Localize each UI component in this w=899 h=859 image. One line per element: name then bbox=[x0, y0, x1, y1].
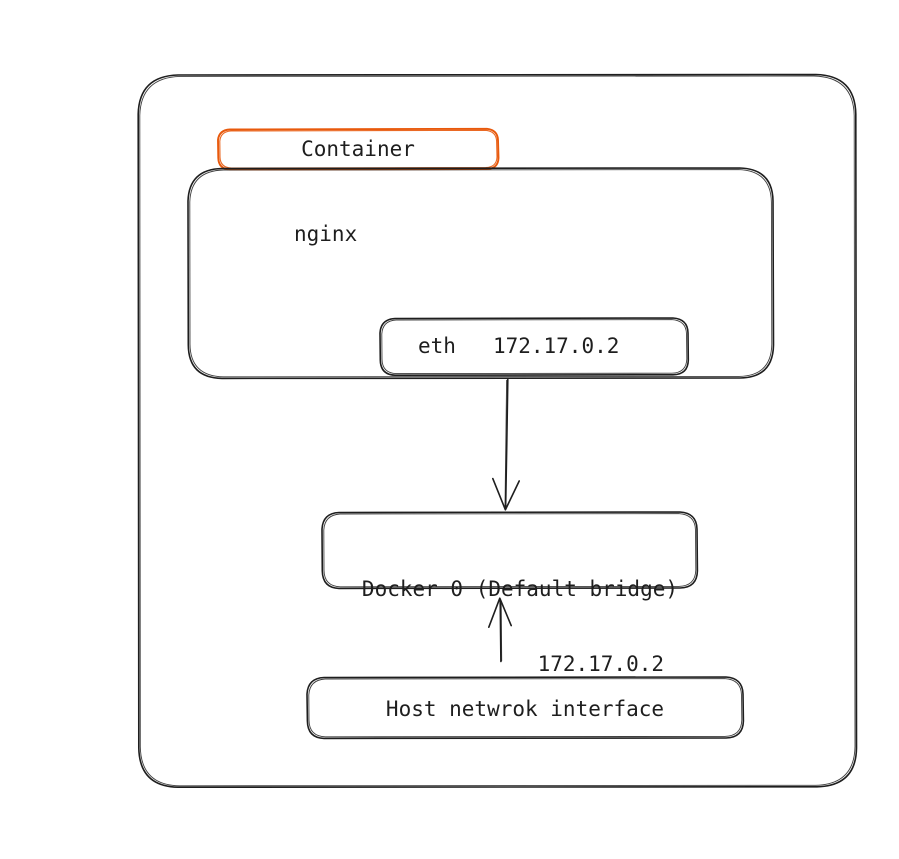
host-interface-label-row: Host netwrok interface bbox=[307, 679, 743, 738]
container-box-title: Container bbox=[218, 128, 498, 169]
docker-bridge-text: Docker 0 (Default bridge) 172.17.0.2 bbox=[353, 527, 678, 727]
nginx-label: nginx bbox=[294, 222, 358, 246]
eth-ip-address: 172.17.0.2 bbox=[492, 334, 620, 358]
arrowhead-down-icon bbox=[492, 477, 520, 511]
docker-bridge-ip-address: 172.17.0.2 bbox=[537, 652, 664, 676]
eth-label: eth bbox=[418, 334, 456, 358]
container-box-label: Container bbox=[301, 136, 415, 161]
host-interface-label: Host netwrok interface bbox=[385, 696, 665, 721]
eth-interface-label-row: eth 172.17.0.2 bbox=[380, 318, 688, 374]
arrow-eth-to-bridge bbox=[492, 378, 520, 511]
docker-bridge-title: Docker 0 (Default bridge) bbox=[361, 577, 678, 601]
